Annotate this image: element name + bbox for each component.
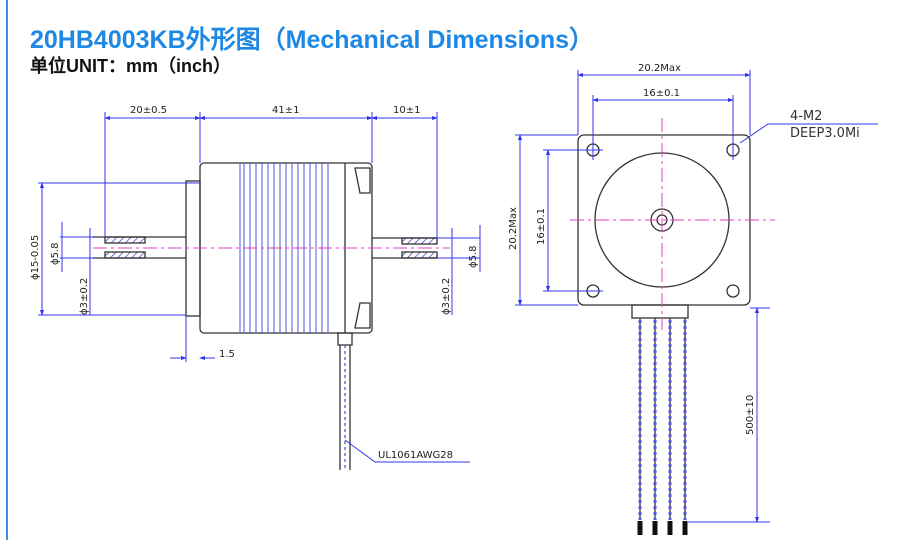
dim-body-length: 41±1 — [272, 105, 299, 116]
front-dimensions — [515, 70, 878, 523]
lead-wires — [637, 318, 688, 535]
dim-boss-diameter: ϕ15-0.05 — [30, 235, 41, 280]
front-centerlines — [570, 118, 775, 330]
dim-rear-shaft: 20±0.5 — [130, 105, 167, 116]
lead-connector — [631, 304, 689, 319]
cable-label: UL1061AWG28 — [378, 450, 453, 461]
mount-hole — [726, 284, 740, 298]
dim-hole-spacing: 16±0.1 — [643, 88, 680, 99]
dim-lead-length: 500±10 — [745, 395, 756, 435]
end-cap-tab — [354, 167, 371, 194]
dim-shaft-diameter-right: ϕ5.8 — [468, 246, 479, 269]
end-cap-tab — [354, 302, 371, 329]
dim-front-shaft: 10±1 — [393, 105, 420, 116]
unit-subtitle: 单位UNIT：mm（inch） — [30, 56, 232, 76]
hole-callout-depth: DEEP3.0Mi — [790, 126, 860, 141]
dim-shaft-diameter-left: ϕ5.8 — [50, 243, 61, 266]
dim-bore-left: ϕ3±0.2 — [79, 278, 90, 315]
motor-cable — [337, 332, 353, 470]
front-view — [577, 134, 751, 535]
front-shaft — [372, 237, 438, 259]
dim-height-max: 20.2Max — [508, 207, 519, 250]
dim-bore-right: ϕ3±0.2 — [441, 278, 452, 315]
hole-callout-thread: 4-M2 — [790, 109, 822, 124]
dim-width-max: 20.2Max — [638, 63, 681, 74]
rear-shaft — [93, 236, 186, 259]
page-title: 20HB4003KB外形图（Mechanical Dimensions） — [30, 26, 595, 54]
dim-hole-spacing-vertical: 16±0.1 — [536, 208, 547, 245]
page-edge-line — [6, 0, 8, 540]
side-dimensions — [38, 112, 481, 463]
side-view — [93, 162, 438, 470]
dim-boss-length: 1.5 — [219, 349, 235, 360]
